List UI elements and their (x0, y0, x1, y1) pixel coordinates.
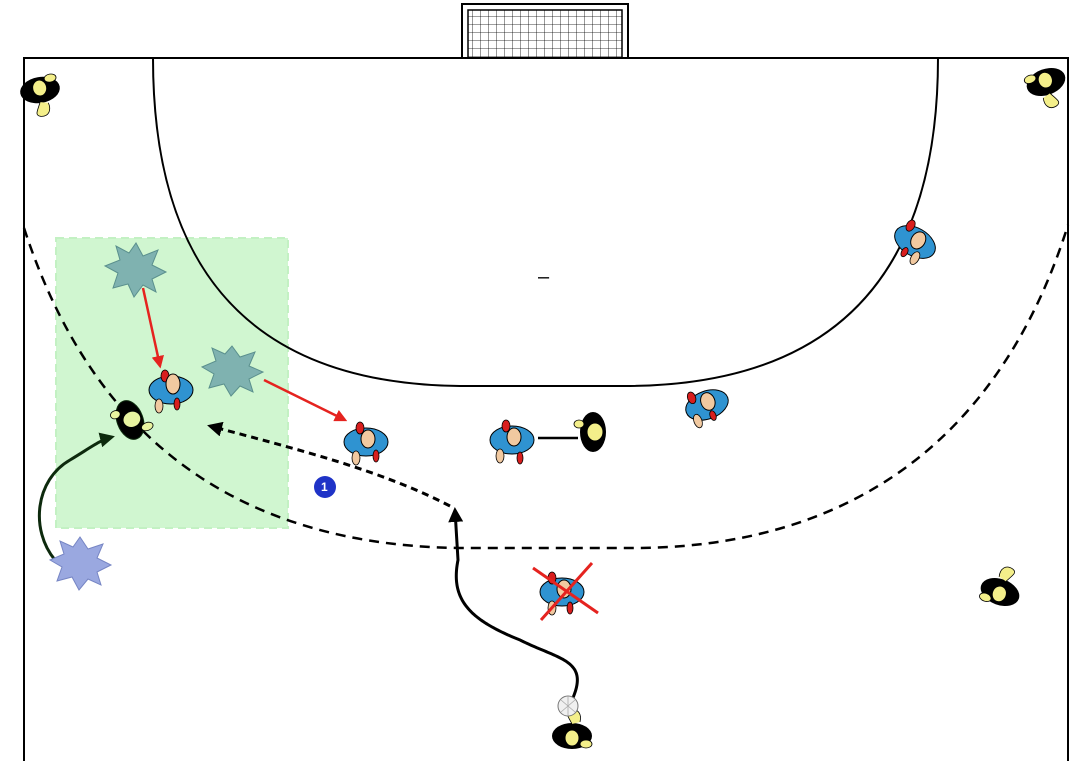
star-marker-icon (200, 345, 265, 397)
defender-player-icon (343, 421, 389, 466)
ball-icon (557, 695, 579, 717)
star-marker-icon (48, 536, 113, 591)
svg-text:1: 1 (321, 480, 328, 494)
attacker-player-icon (1023, 67, 1066, 109)
attacker-player-icon (20, 73, 60, 117)
goal-area-line (152, 57, 939, 387)
free-throw-line (22, 224, 1070, 550)
red-arrow-2 (263, 378, 348, 422)
dribble-path (448, 507, 579, 701)
defender-player-icon (894, 219, 936, 265)
cross-out-icon (532, 561, 599, 622)
attacker-player-icon (110, 400, 154, 440)
defender-player-icon (685, 389, 729, 429)
defender-player-icon (489, 419, 535, 465)
attacker-player-icon (573, 412, 606, 452)
defender-player-icon (148, 369, 194, 414)
run-arrow (37, 432, 115, 561)
pass-arrow (207, 421, 451, 508)
red-arrow-1 (141, 287, 164, 369)
court-center-mark: – (538, 266, 550, 288)
step-marker: 1 (314, 476, 336, 498)
star-marker-icon (103, 242, 168, 298)
goal-icon (461, 3, 629, 59)
attacker-player-icon (979, 566, 1020, 607)
